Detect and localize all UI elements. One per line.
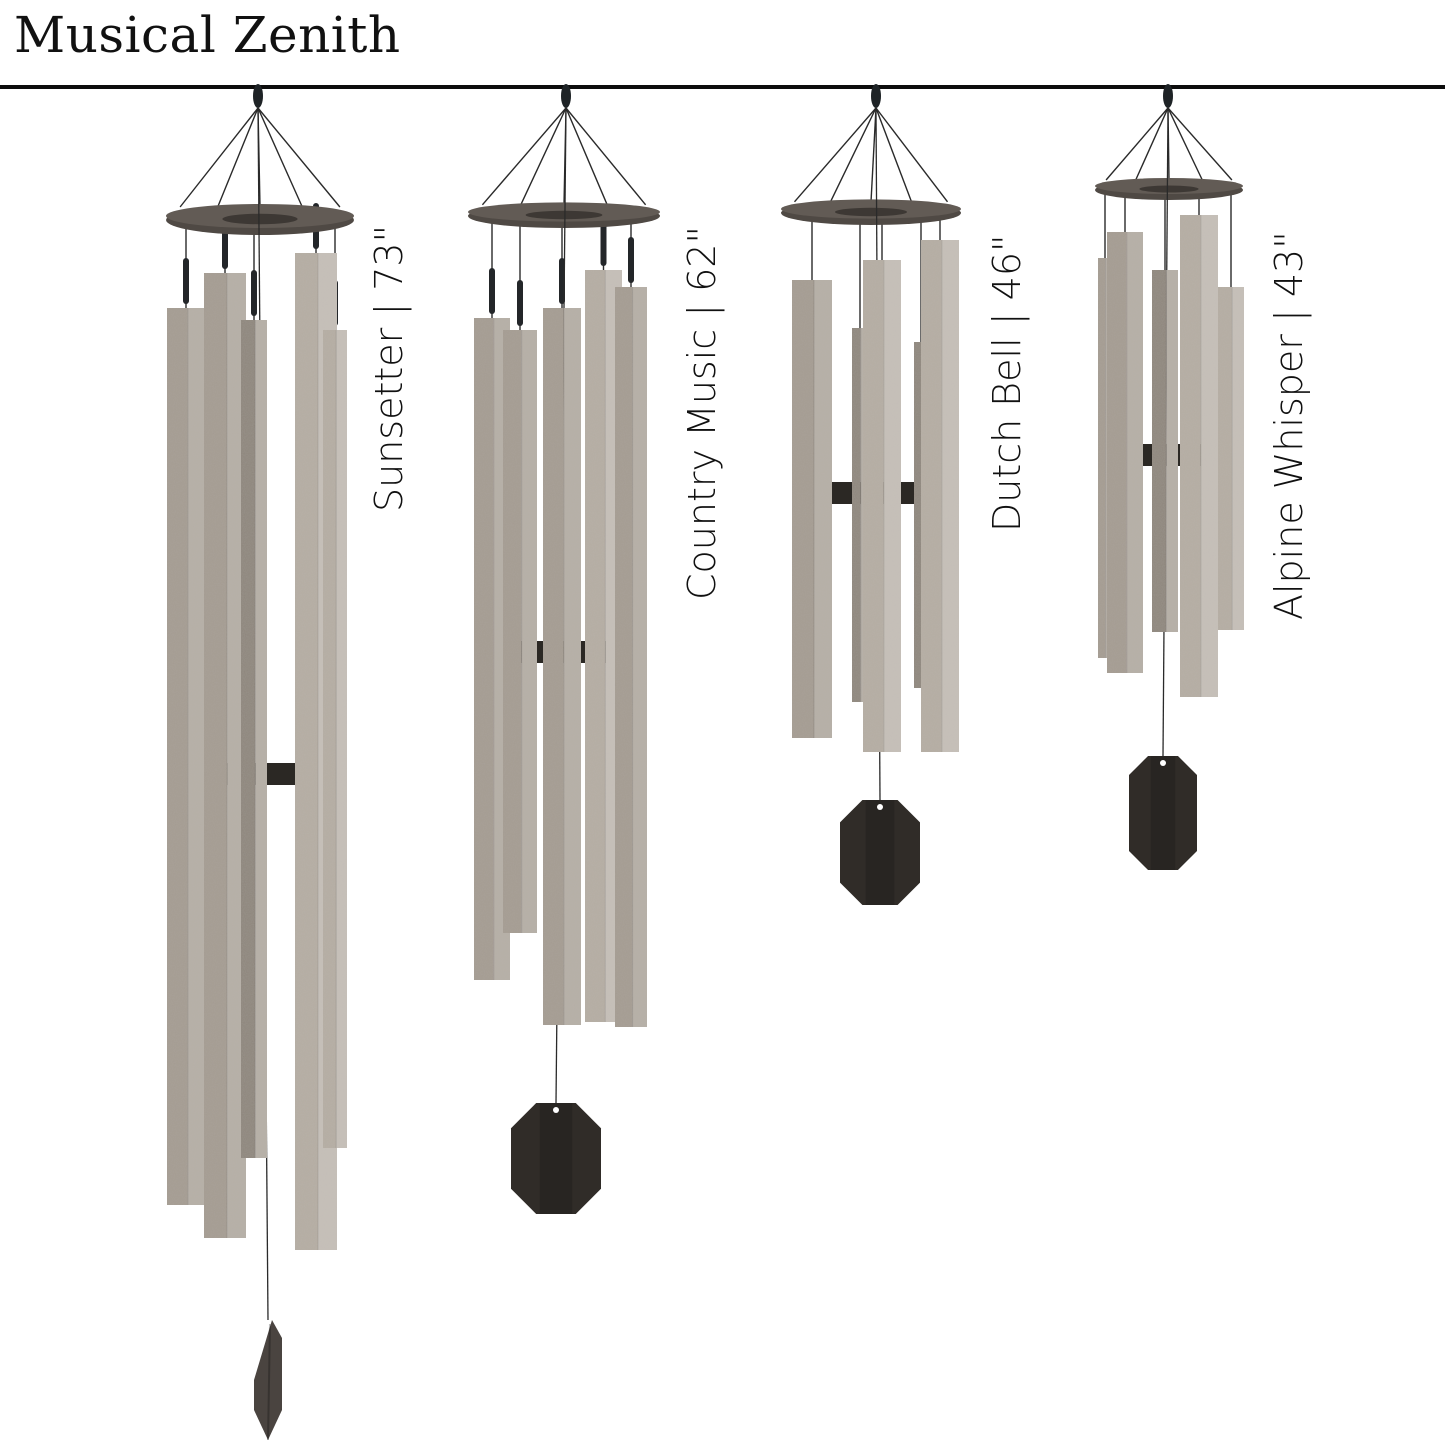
cord: [257, 107, 341, 208]
cord: [829, 107, 877, 203]
cord: [179, 107, 259, 208]
cord: [565, 107, 608, 206]
cord: [520, 107, 567, 206]
cord-sleeve: [628, 237, 634, 283]
cord-sleeve: [489, 268, 495, 314]
cord: [217, 107, 259, 208]
cord: [875, 107, 949, 203]
hook-knot: [871, 84, 881, 108]
chime-tube: [503, 330, 537, 933]
chime-tube: [792, 280, 832, 738]
chime-tube: [921, 240, 959, 752]
hook-knot: [1163, 84, 1173, 108]
chime-tube: [1218, 287, 1244, 630]
hook-knot: [561, 84, 571, 108]
page-title: Musical Zenith: [14, 6, 401, 64]
chime-tube: [615, 287, 647, 1027]
chime-tube: [204, 273, 246, 1238]
chime-tube: [863, 260, 901, 752]
chime-label: Country Music | 62": [680, 226, 724, 600]
hook-knot: [253, 84, 263, 108]
wind-chime-dutch-bell: [781, 84, 961, 905]
cord-sleeve: [517, 280, 523, 326]
cord: [1105, 107, 1169, 181]
chime-label: Sunsetter | 73": [367, 224, 411, 512]
cord: [793, 107, 877, 203]
cord: [1167, 107, 1203, 181]
cord: [870, 107, 877, 202]
cord: [257, 107, 303, 208]
chime-tube: [241, 320, 267, 1158]
cord-sleeve: [222, 223, 228, 269]
cord: [565, 107, 647, 206]
chime-tube: [1180, 215, 1218, 697]
cord: [875, 107, 913, 203]
chime-tube: [1152, 270, 1178, 632]
wind-sail-octagon: [511, 1103, 601, 1214]
chime-label: Dutch Bell | 46": [985, 234, 1029, 532]
cord: [1167, 107, 1233, 181]
wind-sail-edge: [254, 1320, 282, 1440]
chime-label: Alpine Whisper | 43": [1267, 231, 1311, 620]
hanging-bar: [0, 85, 1445, 89]
wind-chime-alpine-whisper: [1095, 84, 1244, 870]
cord-sleeve: [251, 270, 257, 316]
wind-chime-sunsetter: [166, 84, 354, 1441]
cord-sleeve: [600, 220, 607, 266]
chime-tube: [543, 308, 581, 1025]
wind-sail-octagon: [840, 800, 920, 905]
chime-tube: [167, 308, 205, 1205]
cord: [1135, 107, 1169, 181]
chime-tube: [323, 330, 347, 1148]
cord: [481, 107, 567, 206]
wind-chime-country-music: [468, 84, 660, 1214]
wind-sail-octagon: [1129, 756, 1197, 870]
chime-tube: [1107, 232, 1143, 673]
cord-sleeve: [183, 258, 189, 304]
